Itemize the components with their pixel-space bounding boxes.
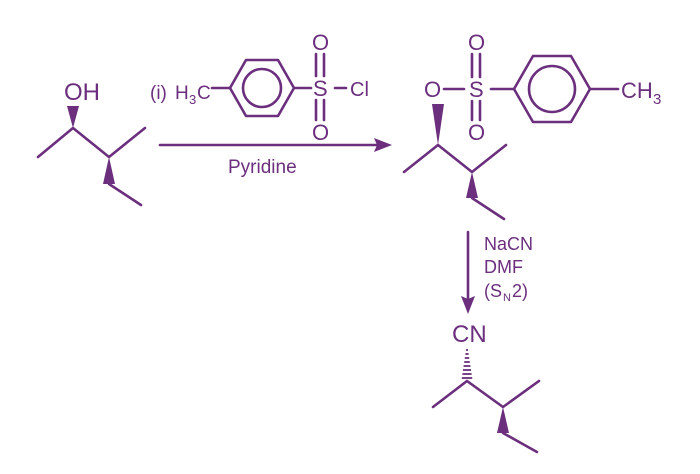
reactant-alcohol: OH bbox=[36, 79, 147, 207]
dmf-label: DMF bbox=[484, 257, 523, 277]
hashed-wedge-bond-cn bbox=[461, 349, 473, 379]
cyano-label: CN bbox=[452, 321, 487, 348]
oxygen-bottom-label: O bbox=[312, 120, 329, 145]
methyl-subscript: 3 bbox=[189, 92, 196, 107]
methyl-c-label: C bbox=[197, 83, 211, 104]
reaction-arrow-1: Pyridine bbox=[158, 138, 392, 178]
product-nitrile: CN bbox=[431, 321, 541, 454]
tosylate-ethyl-bond bbox=[470, 196, 506, 221]
oxygen-top-label: O bbox=[312, 30, 329, 55]
tosylate-oxygen-bottom-label: O bbox=[468, 120, 485, 145]
tosylate-methyl-subscript: 3 bbox=[653, 91, 661, 108]
tosylate-methyl-label: CH bbox=[621, 78, 653, 103]
ethyl-bond bbox=[107, 182, 143, 207]
chlorine-label: Cl bbox=[350, 79, 369, 101]
benzene-aromatic-circle bbox=[241, 67, 283, 109]
tosylate-intermediate: O S O O CH 3 bbox=[402, 30, 661, 221]
step-marker: (i) bbox=[150, 83, 167, 104]
tosylate-wedge-bond-ethyl bbox=[466, 172, 478, 198]
wedge-bond-oh bbox=[67, 106, 79, 128]
sulfur-label: S bbox=[313, 76, 328, 101]
tosyl-chloride-reagent: (i) H 3 C S O O Cl bbox=[150, 30, 369, 145]
tosylate-carbon-skeleton bbox=[402, 143, 508, 174]
hydroxyl-label: OH bbox=[64, 79, 100, 106]
reaction-arrow-2: NaCN DMF (S N 2) bbox=[461, 230, 533, 314]
carbon-skeleton bbox=[36, 126, 147, 159]
tosylate-oxygen-top-label: O bbox=[468, 30, 485, 55]
arrow-2-head bbox=[461, 296, 475, 314]
arrow-1-head bbox=[374, 138, 392, 152]
mechanism-subscript: N bbox=[503, 292, 511, 304]
tosylate-sulfur-label: S bbox=[469, 77, 484, 102]
methyl-h-label: H bbox=[175, 83, 189, 104]
mechanism-close-label: 2) bbox=[512, 281, 528, 301]
tosylate-aromatic-circle bbox=[527, 64, 577, 114]
product-wedge-bond-ethyl bbox=[497, 407, 509, 433]
tosylate-oxygen-label: O bbox=[424, 77, 441, 102]
mechanism-open-label: (S bbox=[484, 281, 502, 301]
sodium-cyanide-label: NaCN bbox=[484, 234, 533, 254]
pyridine-label: Pyridine bbox=[228, 157, 297, 178]
product-carbon-skeleton bbox=[431, 379, 541, 409]
product-ethyl-bond bbox=[501, 431, 539, 454]
tosylate-wedge-bond-o bbox=[432, 104, 444, 145]
wedge-bond-ethyl bbox=[103, 157, 115, 184]
